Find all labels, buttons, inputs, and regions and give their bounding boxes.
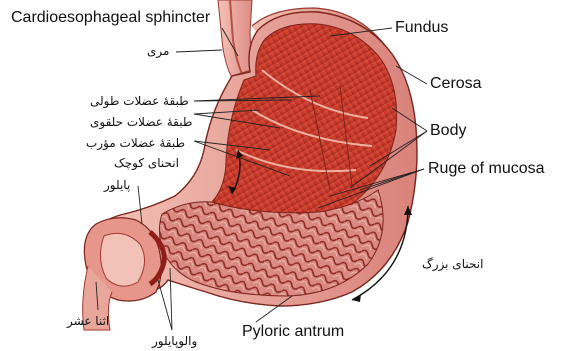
label-oblique-muscle-layer: طبقهٔ عضلات مؤرب	[86, 137, 185, 149]
label-pylorus: پایلور	[104, 179, 130, 191]
label-lesser-curvature: انحنای کوچک	[114, 157, 179, 169]
label-esophagus: مری	[147, 45, 169, 57]
label-cerosa: Cerosa	[430, 76, 482, 92]
label-pyloric-valve: والوپایلور	[152, 335, 197, 347]
label-cardioesophageal-sphincter: Cardioesophageal sphincter	[11, 10, 210, 26]
label-duodenum: اثنا عشر	[67, 315, 109, 327]
label-circular-muscle-layer: طبقهٔ عضلات حلقوی	[90, 116, 192, 128]
label-pyloric-antrum: Pyloric antrum	[242, 324, 344, 340]
label-ruge-of-mucosa: Ruge of mucosa	[428, 161, 545, 177]
label-longitudinal-muscle-layer: طبقهٔ عضلات طولی	[90, 95, 189, 107]
label-greater-curvature: انحنای بزرگ	[422, 258, 483, 270]
label-body: Body	[430, 123, 466, 139]
label-fundus: Fundus	[395, 20, 448, 36]
